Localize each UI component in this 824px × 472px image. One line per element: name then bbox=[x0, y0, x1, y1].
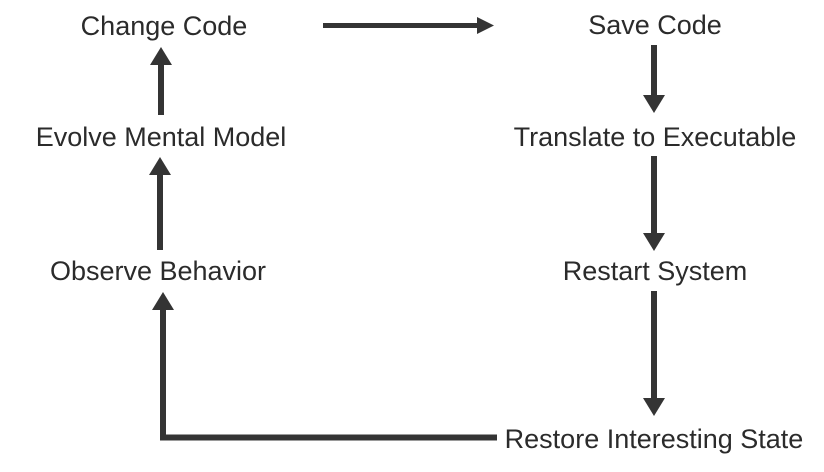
arrow-observe-behavior-to-evolve-model bbox=[149, 157, 171, 250]
arrow-translate-to-restart-system bbox=[643, 156, 665, 251]
node-change-code: Change Code bbox=[80, 11, 248, 42]
arrow-restart-system-to-restore-state bbox=[643, 291, 665, 416]
arrow-save-code-to-translate bbox=[643, 45, 665, 113]
node-observe-behavior: Observe Behavior bbox=[49, 256, 267, 287]
node-save-code: Save Code bbox=[588, 10, 722, 41]
node-evolve-mental-model: Evolve Mental Model bbox=[35, 122, 287, 153]
node-translate-to-executable: Translate to Executable bbox=[513, 122, 797, 153]
arrow-evolve-model-to-change-code bbox=[150, 47, 172, 115]
node-restart-system: Restart System bbox=[562, 256, 748, 287]
node-restore-interesting-state: Restore Interesting State bbox=[504, 424, 804, 455]
arrow-restore-state-to-observe-behavior bbox=[152, 292, 497, 441]
arrow-change-code-to-save-code bbox=[323, 17, 494, 34]
